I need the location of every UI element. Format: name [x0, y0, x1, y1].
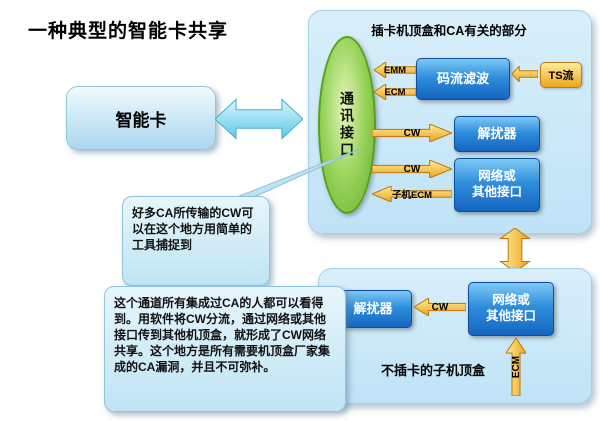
ts-stream-arrow-icon — [512, 66, 538, 82]
ecm-arrow-icon: ECM — [374, 84, 416, 100]
explain-callout: 这个通道所有集成过CA的人都可以看得到。用软件将CW分流，通过网络或其他接口传到… — [104, 286, 346, 412]
smartcard-box: 智能卡 — [66, 86, 216, 150]
cw-share-arrow-icon: CW — [414, 298, 466, 316]
ecm-label: ECM — [384, 86, 406, 98]
panels-bidirectional-arrow-icon — [498, 228, 532, 272]
ecm-up-arrow-icon: ECM — [506, 338, 526, 396]
stream-filter-label: 码流滤波 — [436, 70, 489, 86]
stream-filter-box: 码流滤波 — [416, 58, 510, 100]
page-title: 一种典型的智能卡共享 — [28, 21, 229, 42]
cw-to-network-arrow-icon: CW — [372, 160, 452, 178]
cardless-stb-panel-title: 不插卡的子机顶盒 — [380, 363, 485, 378]
card-stb-panel-title: 插卡机顶盒和CA有关的部分 — [371, 24, 527, 38]
capture-callout-text: 好多CA所传输的CW可以在这个地方用简单的工具捕捉到 — [132, 206, 254, 253]
comm-interface-ellipse: 通讯接口 — [318, 36, 376, 214]
cw-to-descrambler-label: CW — [403, 127, 421, 139]
descrambler-label-top: 解扰器 — [477, 125, 517, 141]
network-interface-box-top: 网络或 其他接口 — [454, 158, 540, 212]
emm-arrow-icon: EMM — [374, 62, 416, 78]
capture-callout: 好多CA所传输的CW可以在这个地方用简单的工具捕捉到 — [122, 196, 270, 286]
descrambler-label-bottom: 解扰器 — [353, 300, 393, 316]
ts-stream-label: TS流 — [548, 70, 574, 82]
network-line1-bottom: 网络或 — [492, 293, 530, 308]
cw-share-label: CW — [431, 301, 449, 313]
explain-callout-text: 这个通道所有集成过CA的人都可以看得到。用软件将CW分流，通过网络或其他接口传到… — [114, 296, 331, 375]
network-line2-top: 其他接口 — [471, 185, 522, 199]
emm-label: EMM — [383, 64, 407, 76]
smartcard-label: 智能卡 — [115, 110, 167, 130]
smartcard-stb-bidirectional-arrow-icon — [215, 96, 303, 142]
cw-to-descrambler-arrow-icon: CW — [372, 124, 452, 142]
network-interface-box-bottom: 网络或 其他接口 — [468, 282, 554, 336]
cw-to-network-label: CW — [403, 163, 421, 175]
child-ecm-arrow-icon: 子机ECM — [372, 186, 452, 202]
child-ecm-label: 子机ECM — [391, 190, 433, 201]
descrambler-box-top: 解扰器 — [454, 116, 540, 152]
comm-interface-label: 通讯接口 — [339, 91, 355, 159]
network-line1-top: 网络或 — [478, 169, 516, 184]
network-line2-bottom: 其他接口 — [485, 309, 536, 323]
ts-stream-badge: TS流 — [540, 62, 582, 88]
descrambler-box-bottom: 解扰器 — [334, 290, 412, 328]
